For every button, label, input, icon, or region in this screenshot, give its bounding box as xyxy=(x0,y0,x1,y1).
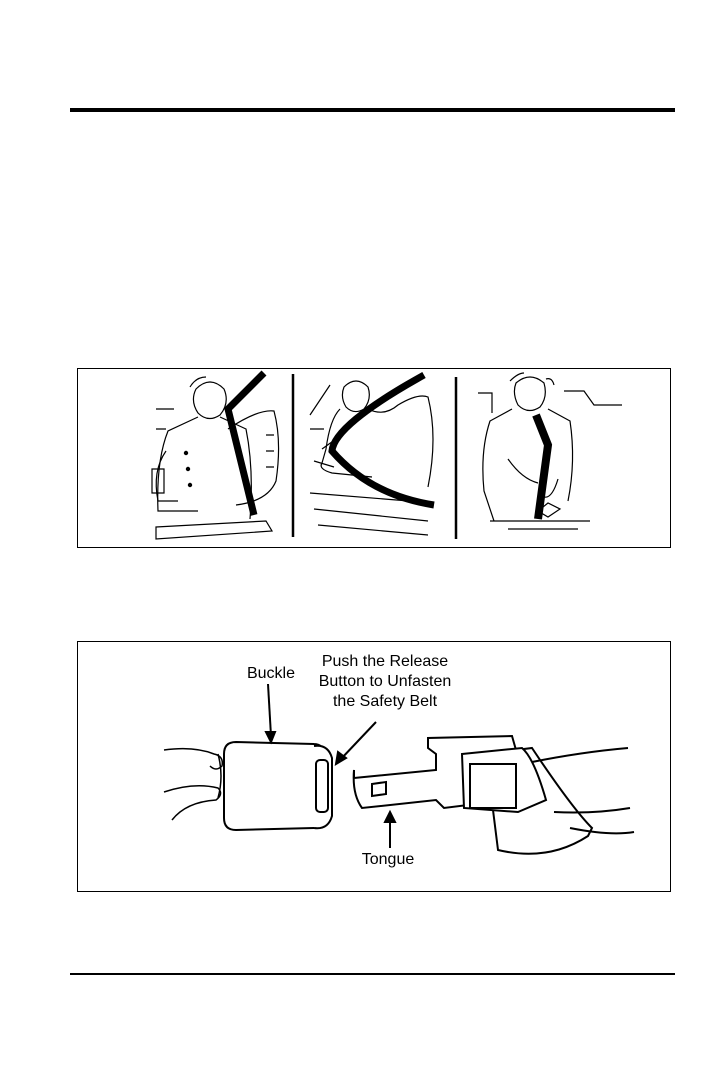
footer-rule xyxy=(70,973,675,975)
header-rule xyxy=(70,108,675,112)
belt-strap-3 xyxy=(536,415,548,519)
release-label-line: the Safety Belt xyxy=(300,692,470,712)
buckle-label: Buckle xyxy=(236,664,306,684)
release-button-label: Push the Release Button to Unfasten the … xyxy=(300,652,470,712)
hand xyxy=(164,749,222,820)
release-label-line: Push the Release xyxy=(300,652,470,672)
belt-positions-figure xyxy=(77,368,671,548)
belt-positions-illustration xyxy=(78,369,670,547)
release-label-line: Button to Unfasten xyxy=(300,672,470,692)
panel-shoulder-belt xyxy=(152,377,279,539)
buckle-body xyxy=(224,742,332,830)
belt-strap-1 xyxy=(228,373,264,515)
tongue-label: Tongue xyxy=(348,850,428,870)
buckle-figure: Buckle Push the Release Button to Unfast… xyxy=(77,641,671,892)
belt-strap-2 xyxy=(332,375,434,505)
